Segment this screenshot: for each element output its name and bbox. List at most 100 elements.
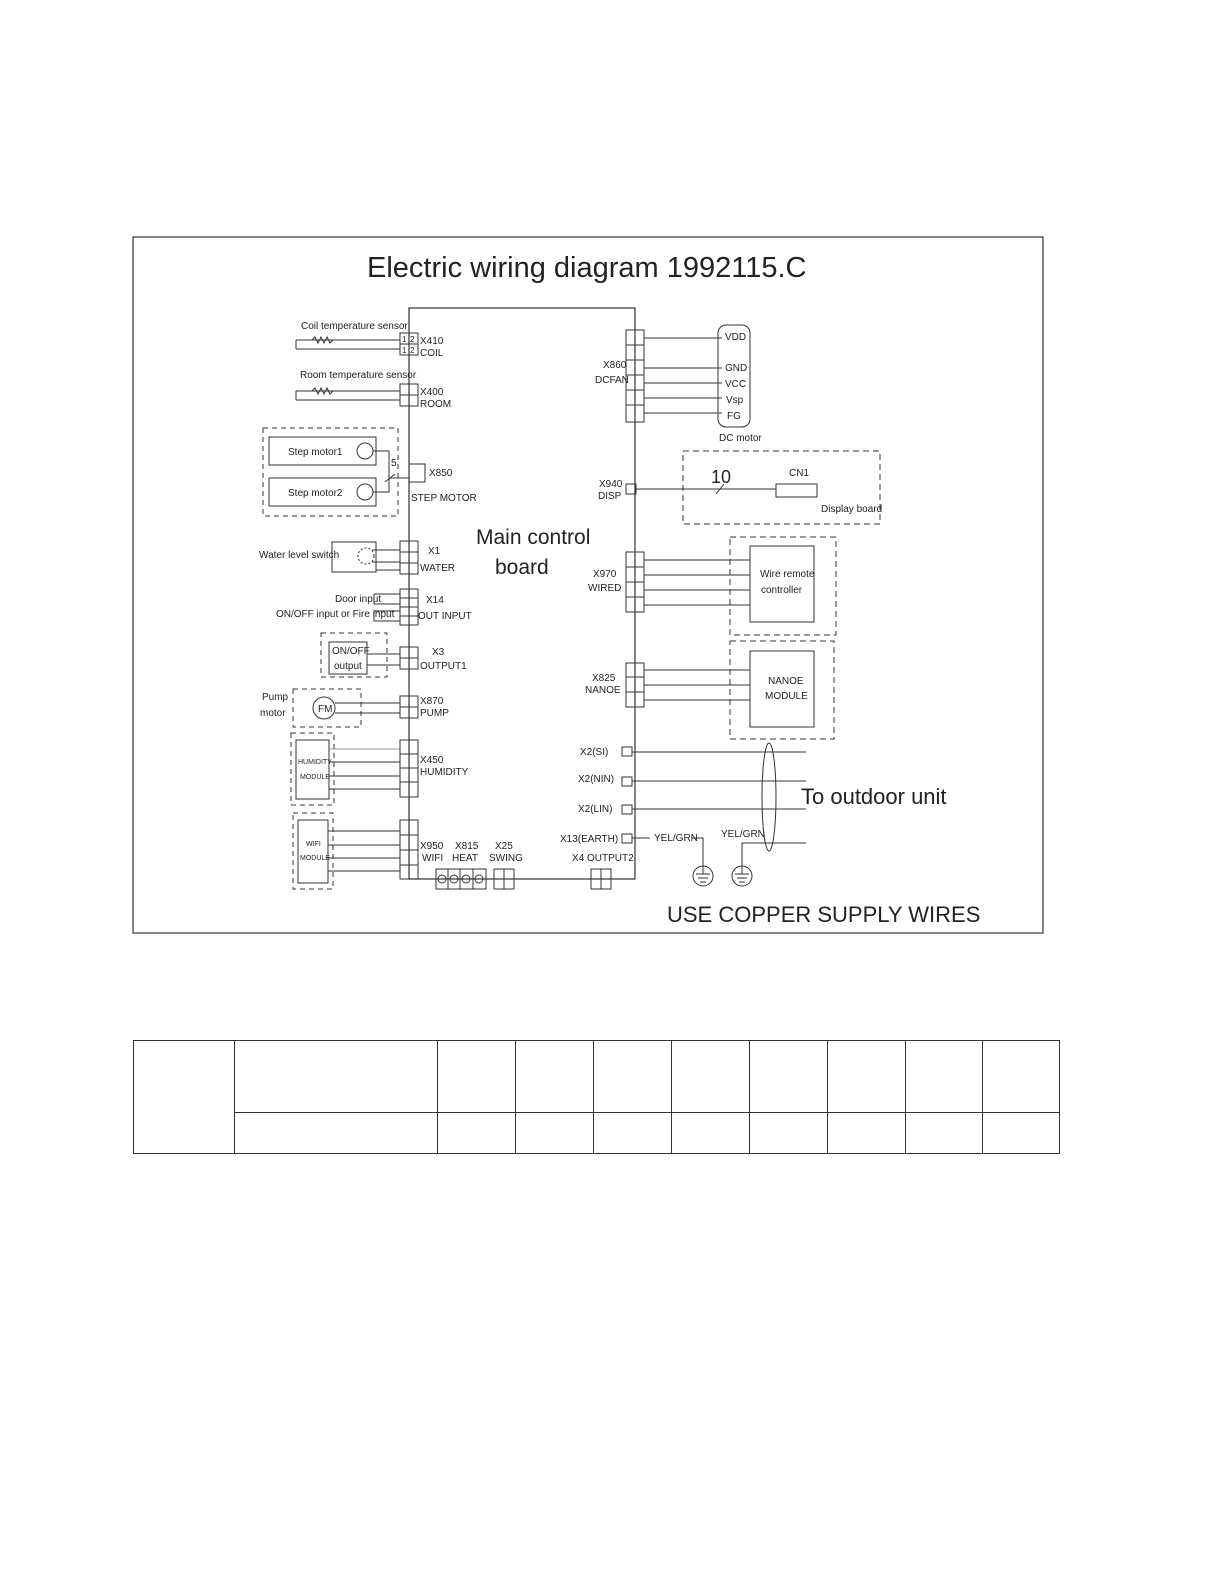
x13-label: X13(EARTH) (560, 834, 618, 845)
table-cell (749, 1040, 828, 1113)
step-motor1-label: Step motor1 (288, 447, 343, 458)
spec-table (133, 1040, 1060, 1154)
wired-remote-group: X970 WIRED Wire remote controller (588, 536, 837, 636)
copper-note: USE COPPER SUPPLY WIRES (667, 902, 980, 927)
to-outdoor-label: To outdoor unit (801, 784, 947, 809)
svg-text:1: 1 (402, 346, 407, 355)
x815-label: X815 (455, 841, 479, 852)
wire-remote-line2: controller (761, 585, 803, 596)
table-cell (749, 1112, 828, 1154)
x25-name: SWING (489, 853, 523, 864)
out-input-group: Door input ON/OFF input or Fire input X1… (276, 588, 472, 626)
x870-name: PUMP (420, 708, 449, 719)
table-cell (905, 1040, 983, 1113)
x400-name: ROOM (420, 399, 451, 410)
dc-pin-gnd: GND (725, 363, 747, 374)
table-cell (437, 1040, 516, 1113)
table-cell (671, 1112, 750, 1154)
x450-name: HUMIDITY (420, 767, 469, 778)
x950-label: X950 (420, 841, 444, 852)
step-motor1-icon (356, 442, 374, 460)
disp-wire-count: 10 (711, 467, 731, 487)
pump-motor-line2: motor (260, 708, 286, 719)
wiring-diagram: Electric wiring diagram 1992115.C Main c… (132, 236, 1044, 934)
onoff-output-group: ON/OFF output X3 OUTPUT1 (320, 632, 467, 678)
step-motor2-icon (356, 483, 374, 501)
x410-label: X410 (420, 336, 444, 347)
display-group: X940 DISP 10 CN1 Display board (598, 450, 882, 525)
wire-remote-line1: Wire remote (760, 569, 815, 580)
x4-label: X4 OUTPUT2 (572, 853, 634, 864)
dc-motor-label: DC motor (719, 433, 762, 444)
table-cell (437, 1112, 516, 1154)
main-board-label-line1: Main control (476, 526, 590, 549)
power-terminals: X2(SI) X2(NIN) X2(LIN) X13(EARTH) YEL/GR… (560, 742, 980, 927)
x14-name: OUT INPUT (418, 611, 472, 622)
svg-text:1: 1 (402, 335, 407, 344)
wifi-group: WIFI MODULE X950 WIFI (292, 812, 444, 890)
table-cell (905, 1112, 983, 1154)
svg-text:2: 2 (410, 335, 415, 344)
table-cell (982, 1040, 1060, 1113)
x2-lin-label: X2(LIN) (578, 804, 612, 815)
table-cell (515, 1040, 594, 1113)
main-control-board: Main control board (408, 307, 636, 880)
x850-label: X850 (429, 468, 453, 479)
float-switch-icon (357, 547, 375, 565)
x2-nin-label: X2(NIN) (578, 774, 614, 785)
x860-label: X860 (603, 360, 627, 371)
bottom-connectors: X815 HEAT X25 SWING X4 OUTPUT2 (435, 841, 634, 890)
x970-label: X970 (593, 569, 617, 580)
nanoe-module-line1: NANOE (768, 676, 804, 687)
main-board-label-line2: board (495, 556, 549, 579)
cn1-label: CN1 (789, 468, 809, 479)
water-switch-label: Water level switch (259, 550, 339, 561)
table-row (134, 1112, 1060, 1154)
coil-thermistor-icon (311, 335, 334, 345)
table-cell (593, 1112, 672, 1154)
nanoe-group: X825 NANOE NANOE MODULE (585, 640, 835, 740)
humidity-module-line2: MODULE (300, 774, 330, 781)
table-cell (515, 1112, 594, 1154)
display-board-label: Display board (821, 504, 882, 515)
x860-name: DCFAN (595, 375, 629, 386)
x825-label: X825 (592, 673, 616, 684)
diagram-frame (132, 236, 1044, 934)
x3-name: OUTPUT1 (420, 661, 467, 672)
x950-name: WIFI (422, 853, 443, 864)
room-thermistor-icon (311, 386, 334, 396)
table-cell (827, 1040, 906, 1113)
x940-label: X940 (599, 479, 623, 490)
step-wire-count: 5 (391, 458, 397, 469)
x14-label: X14 (426, 595, 444, 606)
table-cell (593, 1040, 672, 1113)
water-switch-group: Water level switch X1 WATER (259, 540, 455, 575)
table-cell (133, 1040, 235, 1154)
x410-name: COIL (420, 348, 444, 359)
pump-motor-line1: Pump (262, 692, 289, 703)
x3-label: X3 (432, 647, 445, 658)
onoff-output-line1: ON/OFF (332, 646, 370, 657)
yelgrn-1-label: YEL/GRN (654, 833, 698, 844)
table-cell (234, 1112, 438, 1154)
pump-group: Pump motor FM X870 PUMP (260, 688, 449, 728)
cable-bundle-icon (761, 742, 777, 852)
svg-text:2: 2 (410, 346, 415, 355)
x1-label: X1 (428, 546, 441, 557)
x400-label: X400 (420, 387, 444, 398)
diagram-title: Electric wiring diagram 1992115.C (367, 252, 807, 284)
onoff-fire-input-label: ON/OFF input or Fire input (276, 609, 395, 620)
humidity-group: HUMIDITY MODULE X450 HUMIDITY (290, 732, 469, 806)
x815-name: HEAT (452, 853, 478, 864)
nanoe-module-line2: MODULE (765, 691, 808, 702)
room-sensor-label: Room temperature sensor (300, 370, 417, 381)
table-cell (982, 1112, 1060, 1154)
dc-pin-vcc: VCC (725, 379, 746, 390)
wifi-module-line1: WIFI (306, 841, 321, 848)
x25-label: X25 (495, 841, 513, 852)
onoff-output-line2: output (334, 661, 362, 672)
humidity-module-line1: HUMIDITY (298, 759, 332, 766)
x2-si-label: X2(SI) (580, 747, 608, 758)
x1-name: WATER (420, 563, 455, 574)
pump-fm-label: FM (318, 704, 332, 715)
